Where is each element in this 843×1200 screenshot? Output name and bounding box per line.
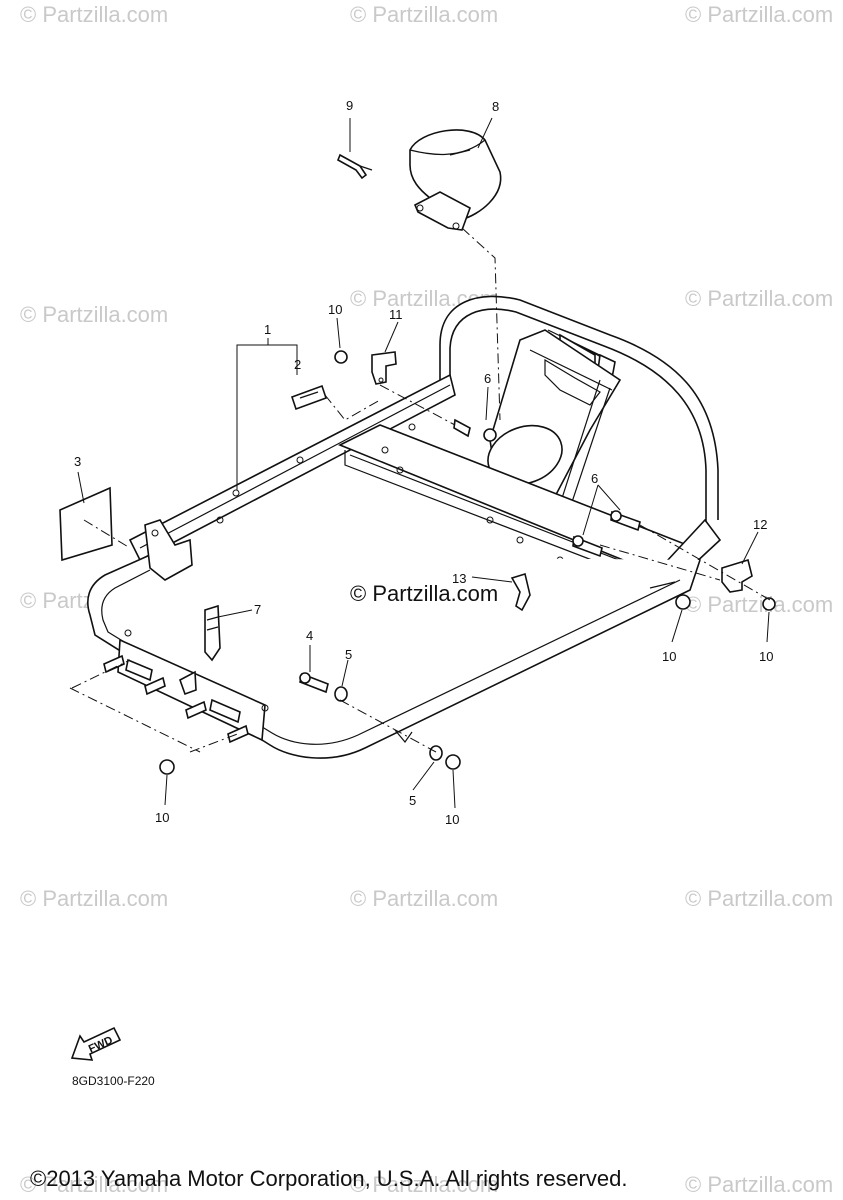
bolt-6-lower-b (572, 535, 603, 558)
rivet-pin (336, 153, 373, 180)
callout-10-top: 10 (328, 302, 342, 317)
fwd-label: FWD (87, 1034, 115, 1055)
diagram-code: 8GD3100-F220 (72, 1074, 155, 1088)
callout-2: 2 (294, 357, 301, 372)
strap (204, 604, 221, 662)
watermark: © Partzilla.com (20, 2, 168, 27)
callout-12: 12 (753, 517, 767, 532)
callout-6-upper: 6 (484, 371, 491, 386)
callout-13: 13 (452, 571, 466, 586)
watermark-grid: © Partzilla.com © Partzilla.com © Partzi… (20, 2, 833, 1197)
watermark: © Partzilla.com (350, 1172, 498, 1197)
watermark: © Partzilla.com (685, 886, 833, 911)
clip-13 (510, 572, 531, 612)
parts (59, 129, 776, 775)
watermark: © Partzilla.com (685, 2, 833, 27)
nut-10-right-a (675, 594, 691, 610)
leader-lines (69, 117, 771, 809)
callout-1: 1 (264, 322, 271, 337)
nut-10-left (159, 759, 175, 775)
callout-3: 3 (74, 454, 81, 469)
frame-drawing (87, 295, 722, 759)
callout-10-right-b: 10 (759, 649, 773, 664)
watermark: © Partzilla.com (20, 1172, 168, 1197)
clip-12 (721, 558, 753, 593)
watermark: © Partzilla.com (685, 286, 833, 311)
callout-7: 7 (254, 602, 261, 617)
watermark: © Partzilla.com (350, 886, 498, 911)
callout-10-right-a: 10 (662, 649, 676, 664)
bolt-4 (299, 672, 329, 694)
watermark: © Partzilla.com (685, 592, 833, 617)
washer-5-lower (429, 745, 443, 761)
bolt-6-lower-a (610, 510, 641, 532)
watermark: © Partzilla.com (685, 1172, 833, 1197)
label-sheet (59, 486, 113, 562)
callout-10-left: 10 (155, 810, 169, 825)
watermark: © Partzilla.com (350, 2, 498, 27)
watermark: © Partzilla.com (20, 886, 168, 911)
callout-6-lower: 6 (591, 471, 598, 486)
nut-10-top (334, 350, 348, 364)
center-watermark: © Partzilla.com (350, 581, 498, 606)
emblem-badge (290, 384, 328, 411)
bolt-6-upper (453, 418, 497, 442)
callout-10-bottom: 10 (445, 812, 459, 827)
callout-11: 11 (389, 307, 403, 322)
copyright-notice: ©2013 Yamaha Motor Corporation, U.S.A. A… (30, 1166, 627, 1191)
callout-5-lower: 5 (409, 793, 416, 808)
callout-9: 9 (346, 98, 353, 113)
nut-10-bottom (445, 754, 461, 770)
clip-11 (371, 351, 397, 385)
front-studs (103, 654, 249, 744)
callout-8: 8 (492, 99, 499, 114)
callout-numbers: 9 8 1 2 10 11 3 6 6 12 13 7 4 5 10 10 5 … (74, 98, 773, 827)
seat-cushion (409, 129, 502, 231)
washer-5-upper (334, 686, 348, 702)
fwd-arrow-icon: FWD (70, 1026, 122, 1061)
nut-10-right-b (762, 597, 776, 611)
callout-4: 4 (306, 628, 313, 643)
callout-5-upper: 5 (345, 647, 352, 662)
watermark: © Partzilla.com (20, 302, 168, 327)
